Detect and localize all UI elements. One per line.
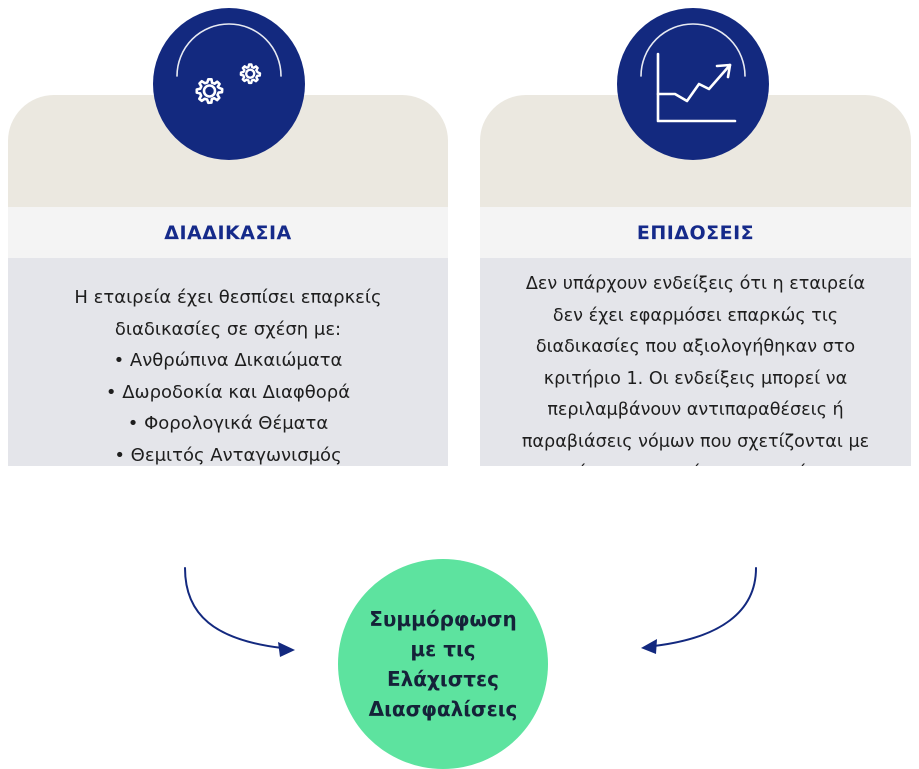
performance-line: παραβιάσεις νόμων που σχετίζονται με: [521, 431, 870, 452]
process-card: ΔΙΑΔΙΚΑΣΙΑ Η εταιρεία έχει θεσπίσει επαρ…: [8, 95, 448, 466]
growth-chart-icon: [617, 8, 769, 160]
outcome-line: Ελάχιστες: [386, 667, 500, 691]
process-bullet: • Ανθρώπινα Δικαιώματα: [113, 350, 343, 371]
outcome-line: Συμμόρφωση: [369, 607, 517, 631]
performance-line: Δεν υπάρχουν ενδείξεις ότι η εταιρεία: [525, 274, 866, 294]
performance-line: δεν έχει εφαρμόσει επαρκώς τις: [552, 305, 839, 326]
performance-line: διαδικασίες που αξιολογήθηκαν στο: [535, 337, 856, 357]
gears-icon: [153, 8, 305, 160]
left-arrow: [184, 567, 283, 649]
process-line: διαδικασίες σε σχέση με:: [114, 318, 342, 340]
process-bullet: • Φορολογικά Θέματα: [127, 413, 329, 434]
outcome-circle: Συμμόρφωση με τις Ελάχιστες Διασφαλίσεις: [338, 559, 548, 769]
left-arrowhead-icon: [278, 642, 295, 657]
performance-line: τους τέσσερις τομείς που αναφέρονται.: [480, 458, 911, 466]
right-arrowhead-icon: [641, 639, 657, 654]
process-body: Η εταιρεία έχει θεσπίσει επαρκείς διαδικ…: [8, 258, 448, 466]
performance-body: Δεν υπάρχουν ενδείξεις ότι η εταιρεία δε…: [480, 258, 911, 466]
process-title: ΔΙΑΔΙΚΑΣΙΑ: [164, 221, 292, 244]
performance-title-band: ΕΠΙΔΟΣΕΙΣ: [480, 207, 911, 258]
process-text: Η εταιρεία έχει θεσπίσει επαρκείς διαδικ…: [8, 282, 448, 466]
performance-line: κριτήριο 1. Οι ενδείξεις μπορεί να: [543, 368, 848, 389]
process-title-band: ΔΙΑΔΙΚΑΣΙΑ: [8, 207, 448, 258]
performance-text: Δεν υπάρχουν ενδείξεις ότι η εταιρεία δε…: [480, 269, 911, 466]
outcome-line: Διασφαλίσεις: [368, 697, 518, 721]
outcome-line: με τις: [410, 637, 476, 661]
process-bullet: • Δωροδοκία και Διαφθορά: [105, 381, 351, 403]
process-bullet: • Θεμιτός Ανταγωνισμός: [114, 444, 342, 466]
right-arrow: [653, 567, 757, 647]
performance-line: περιλαμβάνουν αντιπαραθέσεις ή: [547, 400, 844, 420]
performance-title: ΕΠΙΔΟΣΕΙΣ: [636, 221, 755, 244]
process-line: Η εταιρεία έχει θεσπίσει επαρκείς: [74, 287, 382, 308]
